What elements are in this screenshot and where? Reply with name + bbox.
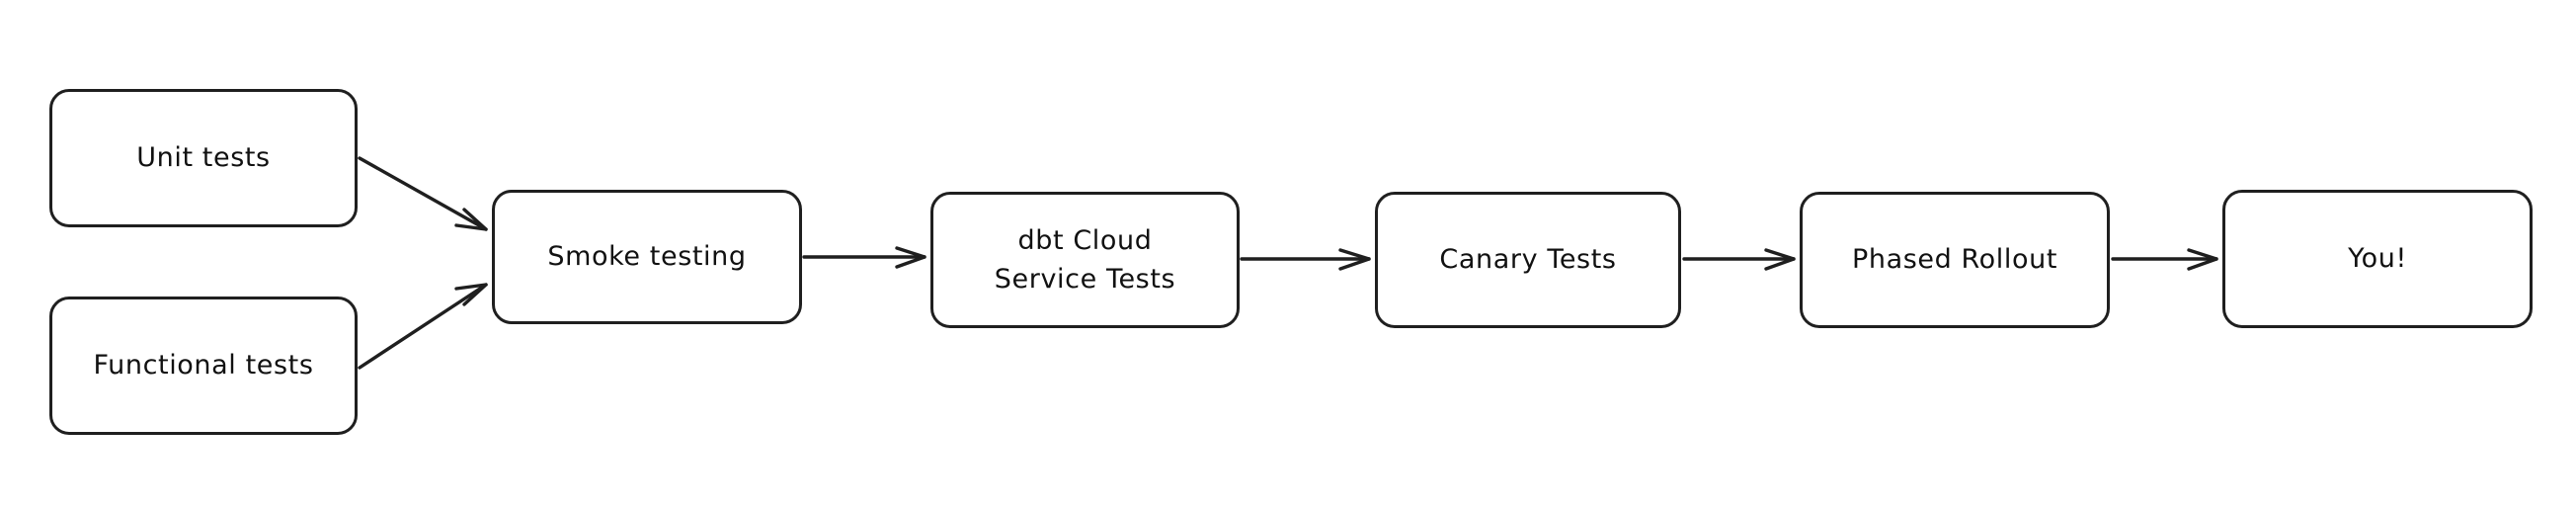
node-dbt-cloud-service-tests-label: dbt Cloud Service Tests [994,224,1176,295]
edge-smoke-testing-to-dbt-cloud-service-tests [802,246,926,269]
node-phased-rollout-label: Phased Rollout [1851,244,2058,276]
edge-dbt-cloud-service-tests-to-canary-tests [1240,248,1371,271]
node-you-label: You! [2348,243,2407,275]
edge-phased-rollout-to-you [2111,248,2218,271]
node-functional-tests-label: Functional tests [93,350,314,382]
node-unit-tests[interactable]: Unit tests [49,89,358,227]
node-canary-tests-label: Canary Tests [1439,244,1617,276]
edge-canary-tests-to-phased-rollout [1682,248,1796,271]
edge-unit-tests-to-smoke-testing [358,156,488,231]
node-smoke-testing-label: Smoke testing [547,241,747,273]
node-you[interactable]: You! [2222,190,2533,328]
edge-functional-tests-to-smoke-testing [358,283,488,370]
node-functional-tests[interactable]: Functional tests [49,297,358,435]
node-phased-rollout[interactable]: Phased Rollout [1800,192,2110,328]
node-smoke-testing[interactable]: Smoke testing [492,190,802,324]
node-canary-tests[interactable]: Canary Tests [1375,192,1681,328]
node-unit-tests-label: Unit tests [136,142,271,174]
node-dbt-cloud-service-tests[interactable]: dbt Cloud Service Tests [930,192,1240,328]
